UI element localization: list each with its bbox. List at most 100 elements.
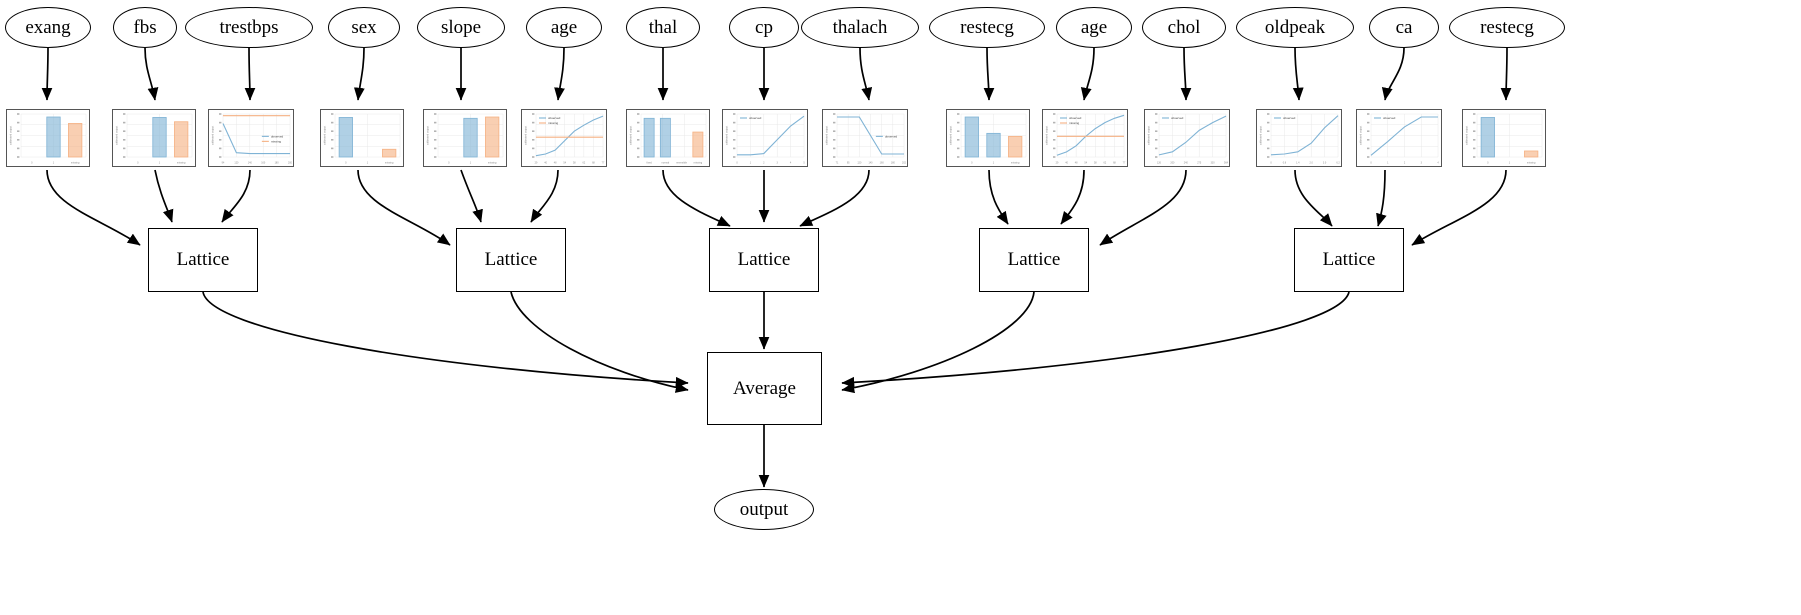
average-node[interactable]: Average — [707, 352, 822, 425]
svg-text:240: 240 — [1184, 162, 1189, 165]
lattice-node-4[interactable]: Lattice — [979, 228, 1089, 292]
svg-text:140: 140 — [869, 162, 874, 165]
svg-text:normal: normal — [662, 162, 670, 165]
legend-label: observed — [885, 135, 898, 139]
svg-text:2.0: 2.0 — [1310, 162, 1314, 165]
y-axis-label: calibrated output — [426, 126, 430, 145]
svg-text:160: 160 — [880, 162, 885, 165]
y-axis-label: calibrated output — [825, 126, 829, 145]
feature-label: exang — [25, 17, 71, 38]
feature-node-restecg-1[interactable]: restecg — [929, 7, 1045, 48]
svg-text:62: 62 — [1104, 162, 1107, 165]
svg-text:2: 2 — [1404, 162, 1406, 165]
lattice-label: Lattice — [176, 249, 230, 270]
y-axis-label: calibrated output — [949, 126, 953, 145]
feature-node-ca[interactable]: ca — [1369, 7, 1439, 48]
legend-label: observed — [1283, 116, 1296, 120]
svg-text:missing: missing — [71, 162, 80, 165]
svg-text:missing: missing — [488, 162, 497, 165]
feature-label: ca — [1395, 17, 1413, 38]
svg-text:1: 1 — [159, 162, 161, 165]
svg-text:0: 0 — [971, 162, 973, 165]
y-axis-label: calibrated output — [524, 126, 528, 145]
feature-node-age-1[interactable]: age — [526, 7, 602, 48]
feature-node-thalach[interactable]: thalach — [801, 7, 919, 48]
y-axis-label: calibrated output — [9, 126, 13, 145]
feature-label: sex — [351, 17, 377, 38]
svg-text:54: 54 — [1084, 162, 1087, 165]
svg-text:missing: missing — [1527, 162, 1536, 165]
svg-text:0: 0 — [1270, 162, 1272, 165]
lattice-node-1[interactable]: Lattice — [148, 228, 258, 292]
feature-node-oldpeak[interactable]: oldpeak — [1236, 7, 1354, 48]
svg-text:5: 5 — [803, 162, 805, 165]
feature-label: age — [1080, 17, 1108, 38]
lattice-node-2[interactable]: Lattice — [456, 228, 566, 292]
svg-text:68: 68 — [1113, 162, 1116, 165]
feature-label: age — [550, 17, 578, 38]
svg-text:3.0: 3.0 — [1323, 162, 1327, 165]
svg-text:missing: missing — [694, 162, 703, 165]
svg-text:160: 160 — [261, 162, 266, 165]
lattice-label: Lattice — [1007, 249, 1061, 270]
svg-text:29: 29 — [1056, 162, 1059, 165]
feature-label: cp — [755, 17, 773, 38]
svg-text:200: 200 — [1170, 162, 1175, 165]
legend-label: observed — [1171, 116, 1184, 120]
svg-text:missing: missing — [1011, 162, 1020, 165]
feature-node-restecg-2[interactable]: restecg — [1449, 7, 1565, 48]
lattice-node-5[interactable]: Lattice — [1294, 228, 1404, 292]
y-axis-label: calibrated output — [115, 126, 119, 145]
feature-node-trestbps[interactable]: trestbps — [185, 7, 313, 48]
feature-label: restecg — [960, 17, 1014, 38]
svg-text:126: 126 — [1157, 162, 1162, 165]
svg-text:330: 330 — [1211, 162, 1216, 165]
y-axis-label: calibrated output — [1045, 126, 1049, 145]
feature-label: thal — [648, 17, 678, 38]
feature-node-thal[interactable]: thal — [626, 7, 700, 48]
y-axis-label: calibrated output — [629, 126, 633, 145]
svg-text:3: 3 — [777, 162, 779, 165]
svg-text:1: 1 — [750, 162, 752, 165]
svg-text:29: 29 — [535, 162, 538, 165]
legend-label: observed — [1383, 116, 1396, 120]
feature-node-exang[interactable]: exang — [5, 7, 91, 48]
feature-node-slope[interactable]: slope — [417, 7, 505, 48]
feature-node-cp[interactable]: cp — [729, 7, 799, 48]
feature-node-chol[interactable]: chol — [1142, 7, 1226, 48]
feature-node-age-2[interactable]: age — [1056, 7, 1132, 48]
svg-text:200: 200 — [288, 162, 293, 165]
feature-node-fbs[interactable]: fbs — [113, 7, 177, 48]
lattice-label: Lattice — [1322, 249, 1376, 270]
lattice-node-3[interactable]: Lattice — [709, 228, 819, 292]
svg-text:564: 564 — [1224, 162, 1229, 165]
y-axis-label: calibrated output — [1465, 126, 1469, 145]
svg-text:0.8: 0.8 — [1283, 162, 1287, 165]
legend-label: observed — [1069, 116, 1082, 120]
feature-node-sex[interactable]: sex — [328, 7, 400, 48]
svg-text:missing: missing — [385, 162, 394, 165]
svg-text:0: 0 — [736, 162, 738, 165]
output-node[interactable]: output — [714, 489, 814, 530]
